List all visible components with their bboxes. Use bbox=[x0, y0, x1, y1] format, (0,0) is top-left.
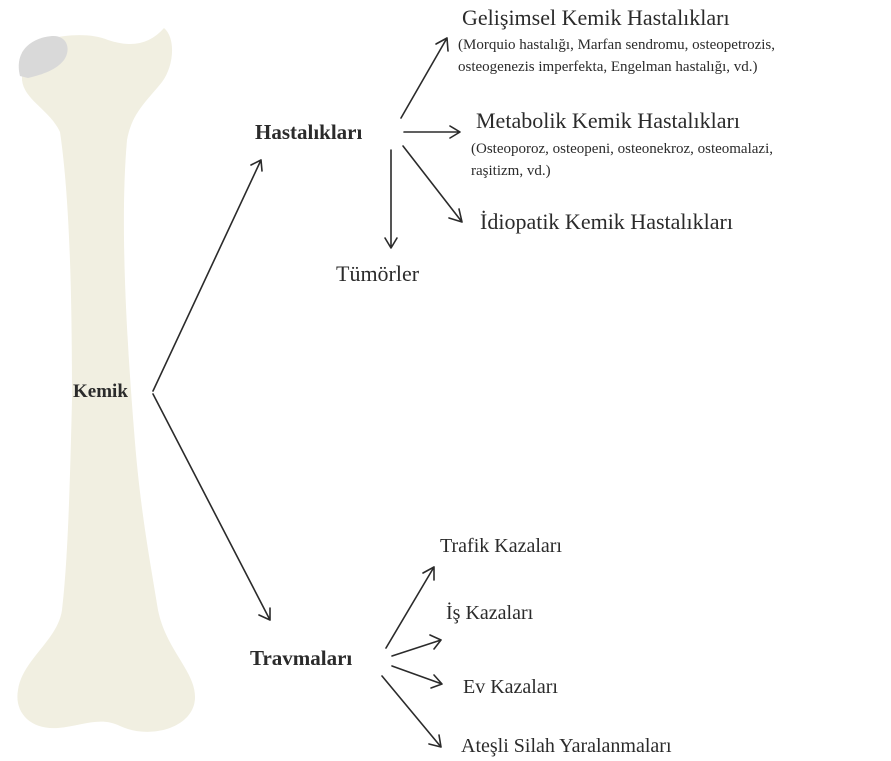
leaf-developmental-detail-1: (Morquio hastalığı, Marfan sendromu, ost… bbox=[458, 34, 775, 56]
arrow-diseases-to-tumors bbox=[385, 150, 397, 248]
arrow-diseases-to-idiopathic bbox=[403, 146, 462, 222]
arrow-group bbox=[153, 38, 462, 747]
branch-traumas-label: Travmaları bbox=[250, 648, 352, 669]
root-node-kemik: Kemik bbox=[73, 382, 128, 401]
leaf-metabolic-title: Metabolik Kemik Hastalıkları bbox=[476, 110, 740, 132]
leaf-developmental-title: Gelişimsel Kemik Hastalıkları bbox=[462, 7, 730, 29]
arrow-traumas-to-traffic bbox=[386, 567, 434, 648]
leaf-firearm-title: Ateşli Silah Yaralanmaları bbox=[461, 736, 672, 756]
arrow-kemik-to-traumas bbox=[153, 394, 270, 620]
branch-diseases-label: Hastalıkları bbox=[255, 122, 362, 143]
leaf-metabolic-detail-1: (Osteoporoz, osteopeni, osteonekroz, ost… bbox=[471, 138, 773, 160]
leaf-traffic-title: Trafik Kazaları bbox=[440, 536, 562, 556]
arrow-diseases-to-developmental bbox=[401, 38, 448, 118]
arrow-traumas-to-home bbox=[392, 666, 442, 688]
leaf-developmental-detail-2: osteogenezis imperfekta, Engelman hastal… bbox=[458, 56, 758, 78]
arrow-traumas-to-work bbox=[392, 635, 441, 656]
leaf-tumors-title: Tümörler bbox=[336, 263, 419, 285]
arrow-diseases-to-metabolic bbox=[404, 126, 460, 138]
leaf-home-title: Ev Kazaları bbox=[463, 677, 558, 697]
leaf-work-title: İş Kazaları bbox=[446, 603, 533, 623]
arrow-kemik-to-diseases bbox=[153, 160, 262, 391]
arrow-traumas-to-firearm bbox=[382, 676, 441, 747]
leaf-metabolic-detail-2: raşitizm, vd.) bbox=[471, 160, 551, 182]
leaf-idiopathic-title: İdiopatik Kemik Hastalıkları bbox=[480, 211, 733, 233]
